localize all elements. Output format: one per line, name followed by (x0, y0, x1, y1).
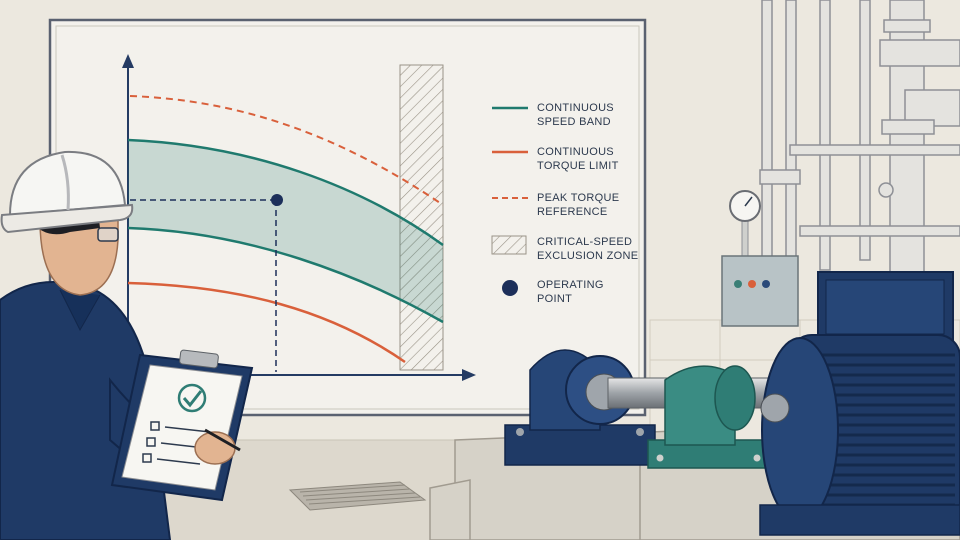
chart-legend (491, 106, 528, 296)
continuous-speed-band-fill (128, 140, 443, 322)
electric-motor (759, 271, 960, 536)
legend-swatch-operating-point (502, 280, 518, 296)
continuous-speed-band-upper (127, 138, 444, 247)
chart-board (48, 18, 647, 417)
continuous-speed-band-lower (127, 226, 444, 324)
operating-point-marker (271, 194, 283, 206)
hard-hat-icon (0, 150, 134, 234)
operating-point-guides (130, 199, 277, 372)
peak-torque-reference-line (129, 95, 444, 206)
legend-label-critical-speed-exclusion-zone: CRITICAL-SPEED EXCLUSION ZONE (537, 236, 639, 262)
legend-swatch-exclusion-zone (491, 235, 527, 255)
checkmark-icon (177, 383, 207, 413)
legend-label-peak-torque-reference: PEAK TORQUE REFERENCE (537, 192, 620, 218)
control-box (721, 255, 799, 327)
critical-speed-exclusion-zone (399, 64, 444, 371)
floor-grate (288, 481, 427, 511)
legend-label-operating-point: OPERATING POINT (537, 279, 604, 305)
legend-label-continuous-torque-limit: CONTINUOUS TORQUE LIMIT (537, 146, 619, 172)
engineer-figure (0, 150, 254, 540)
continuous-torque-limit-line (127, 281, 406, 364)
pressure-gauge-icon (729, 190, 761, 261)
shaft-coupling (647, 365, 769, 469)
legend-label-continuous-speed-band: CONTINUOUS SPEED BAND (537, 102, 614, 128)
pen-icon (204, 428, 241, 452)
